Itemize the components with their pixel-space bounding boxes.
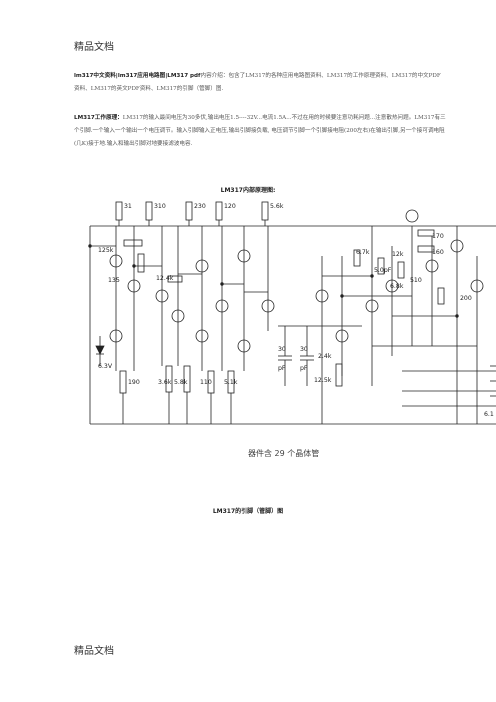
- label-125k: 125k: [98, 247, 114, 254]
- label-30-a: 30: [278, 346, 286, 353]
- principle-text: LM317的输入最间电压为30多伏,输出电压1.5----32V...电流1.5…: [74, 115, 446, 147]
- label-pf-a: pF: [278, 365, 286, 372]
- intro-paragraph: lm317中文资料|lm317应用电路图|LM317 pdf内容介绍：包含了LM…: [74, 70, 444, 96]
- label-230: 230: [194, 203, 206, 210]
- internal-schematic: 31 310 230 120 5.6k 125k 135 12.4k 6.3V …: [72, 196, 496, 458]
- label-510: 510: [410, 277, 422, 284]
- label-5-0pf: 5.0pF: [374, 267, 392, 274]
- label-135: 135: [108, 277, 120, 284]
- label-30-b: 30: [300, 346, 308, 353]
- label-12k: 12k: [392, 251, 404, 258]
- label-200: 200: [460, 295, 472, 302]
- label-3-6k: 3.6k: [158, 379, 172, 386]
- transistor-count-note: 器件含 29 个晶体管: [248, 448, 319, 458]
- intro-text: 内容介绍：包含了LM317的各种应用电路图资料、LM317的工作原理资料、LM3…: [74, 73, 441, 92]
- page-footer: 精品文档: [74, 646, 114, 657]
- label-12-5k: 12.5k: [314, 377, 332, 384]
- internal-diagram-caption: LM317内部原理图:: [220, 187, 276, 194]
- label-6-7k: 6.7k: [356, 249, 370, 256]
- label-190: 190: [128, 379, 140, 386]
- label-6-3v: 6.3V: [98, 363, 113, 370]
- label-120: 120: [224, 203, 236, 210]
- label-pf-b: pF: [300, 365, 308, 372]
- label-110: 110: [200, 379, 212, 386]
- pinout-caption: LM317的引脚（管脚）图: [212, 508, 284, 515]
- label-5-1k: 5.1k: [224, 379, 238, 386]
- page-header: 精品文档: [74, 42, 114, 53]
- principle-bold: LM317工作原理：: [74, 115, 123, 121]
- label-170: 170: [432, 233, 444, 240]
- label-6-8k: 6.8k: [390, 283, 404, 290]
- label-5-6k: 5.6k: [270, 203, 284, 210]
- label-5-8k: 5.8k: [174, 379, 188, 386]
- label-310: 310: [154, 203, 166, 210]
- label-31: 31: [124, 203, 132, 210]
- label-160: 160: [432, 249, 444, 256]
- label-12-4k: 12.4k: [156, 275, 174, 282]
- label-2-4k: 2.4k: [318, 353, 332, 360]
- intro-bold: lm317中文资料|lm317应用电路图|LM317 pdf: [74, 73, 201, 79]
- label-6-1: 6.1: [484, 411, 494, 418]
- principle-paragraph: LM317工作原理：LM317的输入最间电压为30多伏,输出电压1.5----3…: [74, 112, 446, 151]
